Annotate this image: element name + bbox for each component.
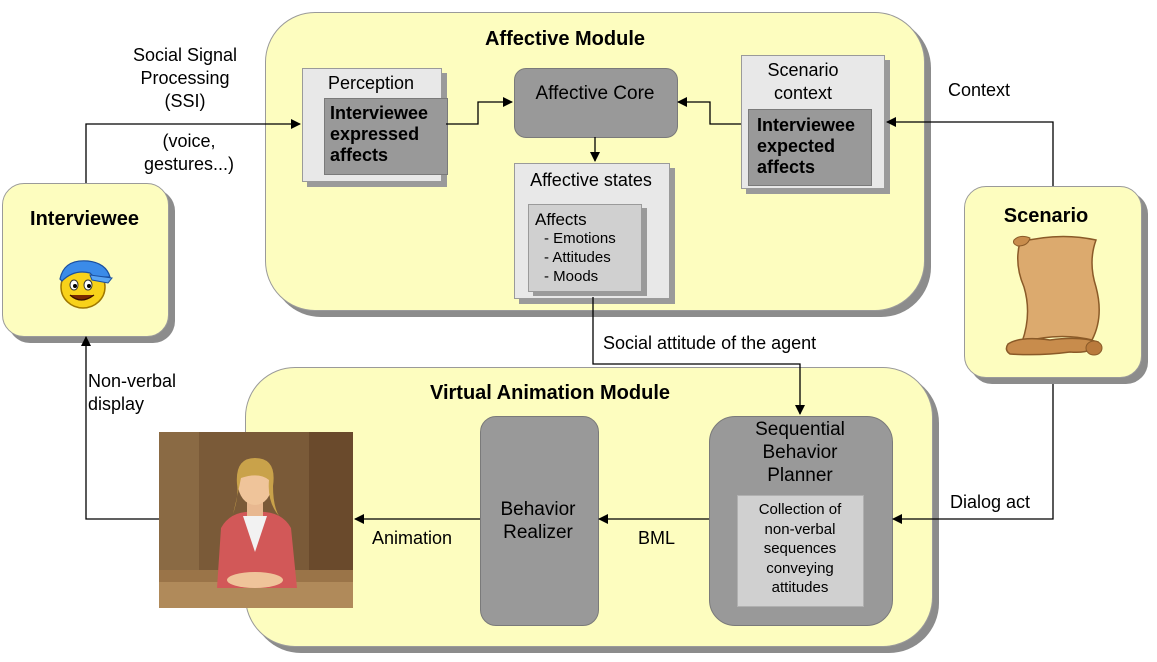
social-attitude-label: Social attitude of the agent xyxy=(603,333,817,353)
affects-inner-box xyxy=(528,204,642,292)
smiley-icon xyxy=(59,260,113,309)
non-verbal-display-label: Non-verbal display xyxy=(88,371,177,414)
edge-states-planner xyxy=(592,297,805,415)
ssi-label: Social Signal Processing (SSI) xyxy=(132,45,238,111)
affects-item-moods: - Moods xyxy=(544,268,599,285)
voice-gestures-label: (voice, gestures...) xyxy=(143,131,235,174)
edge-scenario-planner xyxy=(892,384,1054,524)
scroll-icon xyxy=(1005,235,1103,356)
edge-agent-interviewee xyxy=(81,336,159,520)
affects-item-attitudes: - Attitudes xyxy=(544,249,611,266)
edge-context-core xyxy=(677,97,741,125)
behavior-realizer-box xyxy=(480,416,599,626)
bml-label: BML xyxy=(638,528,676,548)
sequential-behavior-planner-label: Sequential Behavior Planner xyxy=(755,419,845,486)
scenario-title: Scenario xyxy=(1003,205,1089,227)
affects-label: Affects xyxy=(535,210,587,229)
affects-item-emotions: - Emotions xyxy=(544,230,616,247)
virtual-agent-image xyxy=(159,432,353,608)
scenario-context-label: Scenario context xyxy=(767,60,839,103)
animation-label: Animation xyxy=(372,528,453,548)
interviewee-title: Interviewee xyxy=(30,208,139,230)
planner-inner-text: Collection of non-verbal sequences conve… xyxy=(758,501,842,596)
planner-inner-box xyxy=(737,495,864,607)
perception-inner xyxy=(324,98,448,175)
edge-scenario-context xyxy=(886,117,1054,186)
context-label: Context xyxy=(948,80,1011,100)
perception-label: Perception xyxy=(327,73,415,93)
edge-interviewee-perception xyxy=(85,119,301,183)
scenario-context-inner xyxy=(748,109,872,186)
scenario-context-inner-text: Interviewee expected affects xyxy=(757,115,856,177)
dialog-act-label: Dialog act xyxy=(950,492,1031,512)
behavior-realizer-label: Behavior Realizer xyxy=(500,499,576,543)
affective-core-label: Affective Core xyxy=(535,83,655,104)
affective-states-label: Affective states xyxy=(530,170,652,190)
animation-module-title: Virtual Animation Module xyxy=(429,382,670,404)
edge-perception-core xyxy=(446,97,513,125)
affective-module-title: Affective Module xyxy=(484,28,646,50)
perception-inner-text: Interviewee expressed affects xyxy=(330,103,429,165)
